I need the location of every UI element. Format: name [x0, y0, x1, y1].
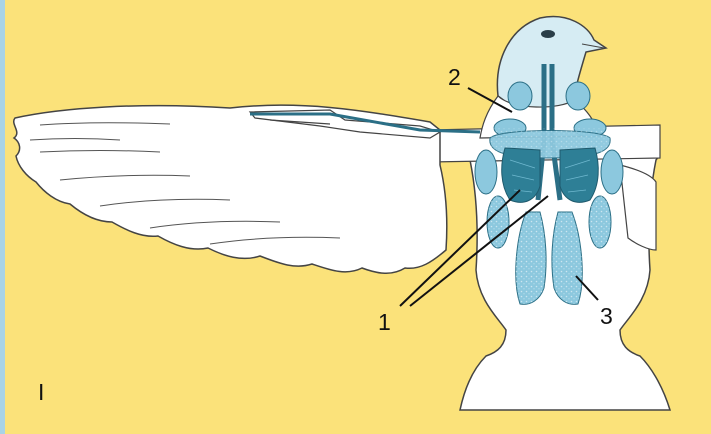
- bird-eye: [541, 30, 555, 38]
- left-border: [0, 0, 5, 434]
- label-1: 1: [378, 309, 391, 335]
- label-3: 3: [600, 303, 613, 329]
- label-2: 2: [448, 64, 461, 90]
- panel-label: I: [38, 379, 44, 405]
